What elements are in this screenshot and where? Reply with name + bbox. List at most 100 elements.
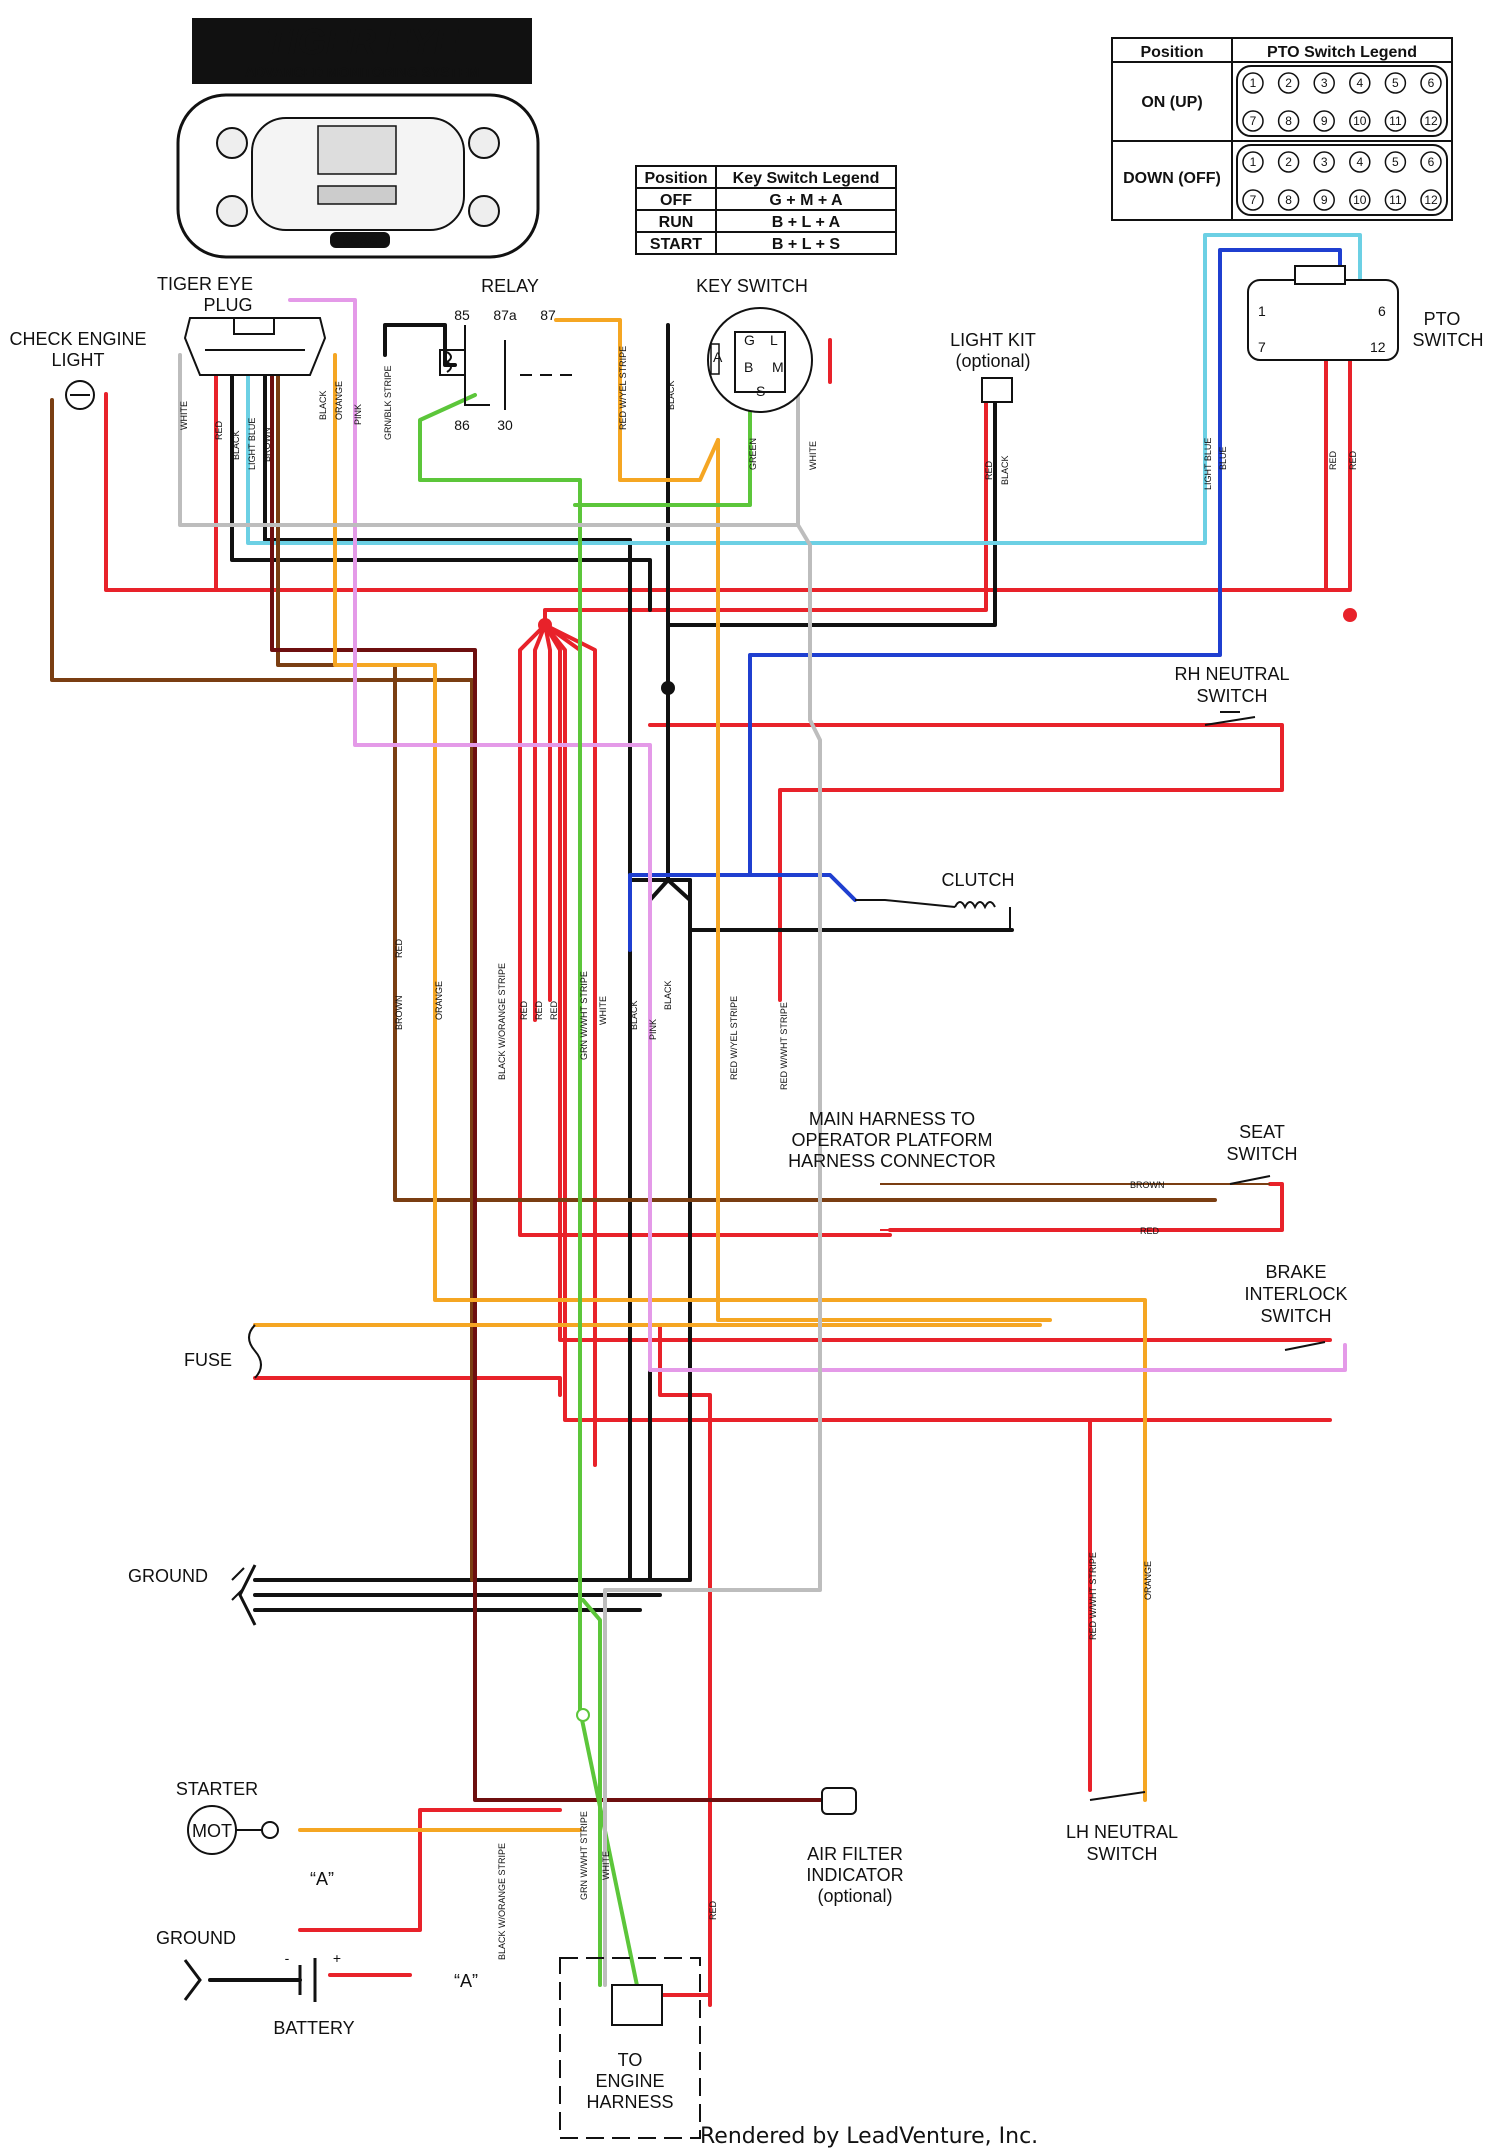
svg-text:FUSE: FUSE <box>184 1350 232 1370</box>
svg-text:6: 6 <box>1378 303 1386 319</box>
pto-legend-pin <box>1349 72 1371 94</box>
pto-legend-pin <box>1313 189 1335 211</box>
svg-text:RED W/WHT STRIPE: RED W/WHT STRIPE <box>779 1002 789 1090</box>
engine-harness: TO ENGINE HARNESS <box>559 1957 701 2139</box>
svg-text:1: 1 <box>1258 303 1266 319</box>
ground-lower: GROUND <box>156 1928 236 2001</box>
svg-text:BLACK: BLACK <box>629 1000 639 1030</box>
wires <box>50 233 1362 2007</box>
svg-text:LIGHT BLUE: LIGHT BLUE <box>247 418 257 470</box>
pto-legend-pin-number: 9 <box>1321 193 1328 207</box>
svg-text:HARNESS: HARNESS <box>586 2092 673 2112</box>
pto-legend-pin-number: 10 <box>1353 193 1367 207</box>
svg-text:WHITE: WHITE <box>808 441 818 470</box>
svg-text:RED: RED <box>549 1000 559 1020</box>
svg-text:WHITE: WHITE <box>598 996 608 1025</box>
svg-text:START: START <box>650 236 702 253</box>
rh-neutral-switch: RH NEUTRAL SWITCH <box>1174 664 1290 726</box>
key-switch-legend-text: Position Key Switch Legend OFF G + M + A… <box>644 170 879 253</box>
pto-legend-pin-number: 1 <box>1250 76 1257 90</box>
starter: MOT STARTER “A” <box>176 1779 334 1889</box>
svg-text:CHECK ENGINE: CHECK ENGINE <box>9 329 146 349</box>
svg-text:STARTER: STARTER <box>176 1779 258 1799</box>
air-filter-indicator: AIR FILTER INDICATOR (optional) <box>806 1787 904 1906</box>
svg-text:BROWN: BROWN <box>1130 1180 1165 1190</box>
pto-legend-pin <box>1277 72 1300 94</box>
pto-legend-pin-number: 3 <box>1321 76 1328 90</box>
main-harness-connector: MAIN HARNESS TO OPERATOR PLATFORM HARNES… <box>788 1109 1270 1231</box>
svg-text:LIGHT: LIGHT <box>51 350 104 370</box>
svg-text:RED W/YEL STRIPE: RED W/YEL STRIPE <box>729 996 739 1080</box>
svg-text:G + M + A: G + M + A <box>769 192 843 209</box>
svg-text:LIGHT KIT: LIGHT KIT <box>950 330 1036 350</box>
pto-legend-pin <box>1277 110 1300 132</box>
svg-text:87a: 87a <box>493 307 517 323</box>
pink-wires <box>288 298 1347 1372</box>
check-engine-light: CHECK ENGINE LIGHT <box>9 329 147 410</box>
svg-text:BLUE: BLUE <box>1218 446 1228 470</box>
tiger-eye-logo: TIGER EYE ADVANCED MONITORING SYSTEM <box>192 18 532 84</box>
key-switch: KEY SWITCH G L A B M S <box>696 276 813 413</box>
svg-text:(optional): (optional) <box>817 1886 892 1906</box>
pto-legend-pin-number: 2 <box>1285 76 1292 90</box>
svg-text:KEY SWITCH: KEY SWITCH <box>696 276 808 296</box>
svg-text:RED: RED <box>214 420 224 440</box>
svg-text:BLACK W/ORANGE STRIPE: BLACK W/ORANGE STRIPE <box>497 1843 507 1960</box>
svg-text:SEAT: SEAT <box>1239 1122 1285 1142</box>
pto-legend-pin <box>1242 72 1264 94</box>
pto-legend-pin <box>1384 189 1407 211</box>
svg-text:GRN/BLK STRIPE: GRN/BLK STRIPE <box>383 365 393 440</box>
svg-text:“A”: “A” <box>310 1869 334 1889</box>
svg-text:RED: RED <box>534 1000 544 1020</box>
tiger-eye-plug <box>183 317 327 376</box>
pto-legend-pin <box>1384 151 1407 173</box>
svg-text:(optional): (optional) <box>955 351 1030 371</box>
svg-text:OFF: OFF <box>660 192 692 209</box>
pto-legend-pin-number: 4 <box>1356 76 1363 90</box>
pto-legend-pin <box>1349 189 1371 211</box>
svg-text:TO: TO <box>618 2050 643 2070</box>
svg-text:BLACK W/ORANGE STRIPE: BLACK W/ORANGE STRIPE <box>497 963 507 1080</box>
svg-text:L: L <box>770 332 778 348</box>
svg-text:B + L + S: B + L + S <box>772 236 841 253</box>
junction-dots <box>538 608 1357 1722</box>
svg-text:SWITCH: SWITCH <box>1413 330 1484 350</box>
pto-legend-pin-number: 11 <box>1389 114 1402 128</box>
svg-text:RED: RED <box>708 1900 718 1920</box>
svg-text:RED: RED <box>394 938 404 958</box>
pto-legend-pin-number: 2 <box>1285 155 1292 169</box>
svg-text:WHITE: WHITE <box>179 401 189 430</box>
svg-text:BLACK: BLACK <box>1000 455 1010 485</box>
tiger-eye-display: SCAG <box>176 93 540 259</box>
svg-text:SWITCH: SWITCH <box>1087 1844 1158 1864</box>
svg-text:TIGER EYE: TIGER EYE <box>157 274 253 294</box>
svg-text:INDICATOR: INDICATOR <box>806 1865 903 1885</box>
svg-text:ON (UP): ON (UP) <box>1141 94 1202 111</box>
orange-wires <box>253 318 1147 1832</box>
relay-label: RELAY 85 87a 87 86 30 <box>454 276 556 433</box>
svg-text:GREEN: GREEN <box>748 438 758 470</box>
logo-title: TIGER EYE <box>266 21 459 62</box>
svg-text:A: A <box>713 349 723 365</box>
seat-switch: SEAT SWITCH <box>1227 1122 1298 1185</box>
pto-legend-pin-number: 5 <box>1392 76 1399 90</box>
lh-neutral-switch: LH NEUTRAL SWITCH <box>1066 1791 1178 1864</box>
relay <box>439 325 580 410</box>
pto-legend-pin-number: 4 <box>1356 155 1363 169</box>
display-n-button <box>216 195 248 227</box>
svg-text:BLACK: BLACK <box>666 380 676 410</box>
svg-text:RED W/YEL STRIPE: RED W/YEL STRIPE <box>618 346 628 430</box>
pto-legend-pin <box>1277 189 1300 211</box>
pto-switch: 1 6 7 12 PTO SWITCH <box>1247 265 1484 361</box>
key-switch-legend <box>635 165 897 255</box>
svg-text:RH NEUTRAL: RH NEUTRAL <box>1174 664 1289 684</box>
svg-text:G: G <box>744 332 755 348</box>
pto-legend-pin <box>1420 72 1442 94</box>
fuse: FUSE <box>184 1324 262 1379</box>
svg-text:BLACK: BLACK <box>663 980 673 1010</box>
pto-legend-pin-number: 12 <box>1424 193 1438 207</box>
svg-text:RED: RED <box>1348 450 1358 470</box>
svg-text:WHITE: WHITE <box>601 1851 611 1880</box>
svg-text:PLUG: PLUG <box>203 295 252 315</box>
